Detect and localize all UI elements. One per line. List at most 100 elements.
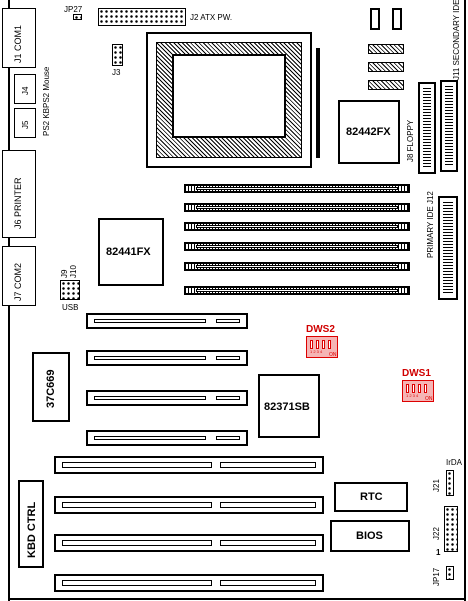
- isa-slot-4-seg-b: [220, 580, 316, 586]
- secondary-ide-pins: [445, 85, 453, 167]
- voltage-regulator-area: [366, 6, 408, 96]
- chip-82442fx-label: 82442FX: [346, 126, 391, 138]
- j21-label: J21: [432, 479, 441, 492]
- dws2-on-label: ON: [329, 352, 337, 358]
- pci-slot-4-seg-a: [94, 436, 206, 440]
- usb-label: USB: [62, 303, 79, 312]
- dws2-numbers: 1 2 3 4: [310, 349, 323, 354]
- isa-slot-3-seg-b: [220, 540, 316, 546]
- cpu-socket-center: [172, 54, 286, 138]
- dip-switch-dws1[interactable]: 1 2 3 4 ON: [402, 380, 434, 402]
- com2-label: J7 COM2: [13, 262, 23, 301]
- secondary-ide-label: J11 SECONDARY IDE: [452, 0, 461, 80]
- dws1-switch-1: [406, 384, 409, 393]
- memory-slot-4: [184, 242, 410, 251]
- com1-connector: J1 COM1: [2, 8, 36, 68]
- board-edge-right: [464, 0, 466, 601]
- memory-slot-1: [184, 184, 410, 193]
- j5-label: J5: [21, 120, 30, 129]
- dws2-switch-4: [328, 340, 331, 349]
- pci-slot-3: [86, 390, 248, 406]
- atx-power-connector: [98, 8, 186, 26]
- isa-slot-2-seg-a: [62, 502, 212, 508]
- floppy-pins: [423, 87, 431, 169]
- floppy-connector: [418, 82, 436, 174]
- chip-82442fx: 82442FX: [338, 100, 400, 164]
- jp27-jumper: [73, 14, 82, 20]
- keyboard-controller: KBD CTRL: [18, 480, 44, 568]
- memory-slot-3-key: [196, 225, 398, 228]
- isa-slot-2-seg-b: [220, 502, 316, 508]
- memory-slot-1-key: [196, 187, 398, 190]
- memory-slot-5: [184, 262, 410, 271]
- j10-label: J10: [69, 265, 78, 278]
- isa-slot-4: [54, 574, 324, 592]
- j22-front-panel-header: [444, 506, 458, 552]
- memory-slot-3: [184, 222, 410, 231]
- regulator-3: [368, 44, 404, 54]
- pci-slot-4: [86, 430, 248, 446]
- board-edge-bottom: [8, 598, 466, 600]
- jp17-label: JP17: [432, 567, 441, 586]
- chip-82371sb-label: 82371SB: [264, 401, 310, 413]
- cpu-socket: [146, 32, 320, 168]
- isa-slot-4-seg-a: [62, 580, 212, 586]
- ps2-mouse-label: PS2 Mouse: [42, 66, 51, 108]
- j22-label: J22: [432, 527, 441, 540]
- dws2-switch-3: [322, 340, 325, 349]
- com2-connector: J7 COM2: [2, 246, 36, 306]
- dip-switch-dws2[interactable]: 1 2 3 4 ON: [306, 336, 338, 358]
- regulator-5: [368, 80, 404, 90]
- dws1-switch-4: [424, 384, 427, 393]
- pci-slot-3-seg-b: [216, 396, 240, 400]
- com1-label: J1 COM1: [13, 24, 23, 63]
- secondary-ide-connector: [440, 80, 458, 172]
- memory-slot-4-key: [196, 245, 398, 248]
- irda-header: [446, 470, 454, 496]
- pci-slot-4-seg-b: [216, 436, 240, 440]
- printer-connector: J6 PRINTER: [2, 150, 36, 238]
- dws1-numbers: 1 2 3 4: [406, 393, 419, 398]
- pci-slot-3-seg-a: [94, 396, 206, 400]
- bios-label: BIOS: [356, 530, 383, 542]
- memory-slot-2-key: [196, 206, 398, 209]
- chip-82371sb: 82371SB: [258, 374, 320, 438]
- printer-label: J6 PRINTER: [13, 177, 23, 229]
- j4-label: J4: [21, 86, 30, 95]
- primary-ide-connector: [438, 196, 458, 300]
- dws1-on-label: ON: [425, 396, 433, 402]
- dws1-switch-2: [412, 384, 415, 393]
- regulator-1: [370, 8, 380, 30]
- usb-header: [60, 280, 80, 300]
- isa-slot-1-seg-b: [220, 462, 316, 468]
- dws2-switch-1: [310, 340, 313, 349]
- j3-header: [112, 44, 123, 66]
- chip-82441fx: 82441FX: [98, 218, 164, 286]
- rtc-label: RTC: [360, 491, 383, 503]
- dws1-label: DWS1: [402, 368, 431, 379]
- pin1-marker: 1: [436, 548, 441, 557]
- keyboard-controller-label: KBD CTRL: [26, 501, 38, 558]
- chip-82441fx-label: 82441FX: [106, 246, 151, 258]
- ps2-kb-connector: J5: [14, 108, 36, 138]
- memory-slot-6: [184, 286, 410, 295]
- floppy-label: J8 FLOPPY: [406, 119, 415, 162]
- dws2-switch-2: [316, 340, 319, 349]
- memory-slot-6-key: [196, 289, 398, 292]
- isa-slot-1-seg-a: [62, 462, 212, 468]
- regulator-2: [392, 8, 402, 30]
- regulator-4: [368, 62, 404, 72]
- cpu-socket-lever: [316, 48, 320, 158]
- pci-slot-1-seg-a: [94, 319, 206, 323]
- pci-slot-2-seg-a: [94, 356, 206, 360]
- j3-label: J3: [112, 68, 121, 77]
- bios-chip: BIOS: [330, 520, 410, 552]
- rtc-chip: RTC: [334, 482, 408, 512]
- dws1-switch-3: [418, 384, 421, 393]
- isa-slot-2: [54, 496, 324, 514]
- pci-slot-2-seg-b: [216, 356, 240, 360]
- isa-slot-3: [54, 534, 324, 552]
- pci-slot-1: [86, 313, 248, 329]
- jp17-jumper: [446, 566, 454, 580]
